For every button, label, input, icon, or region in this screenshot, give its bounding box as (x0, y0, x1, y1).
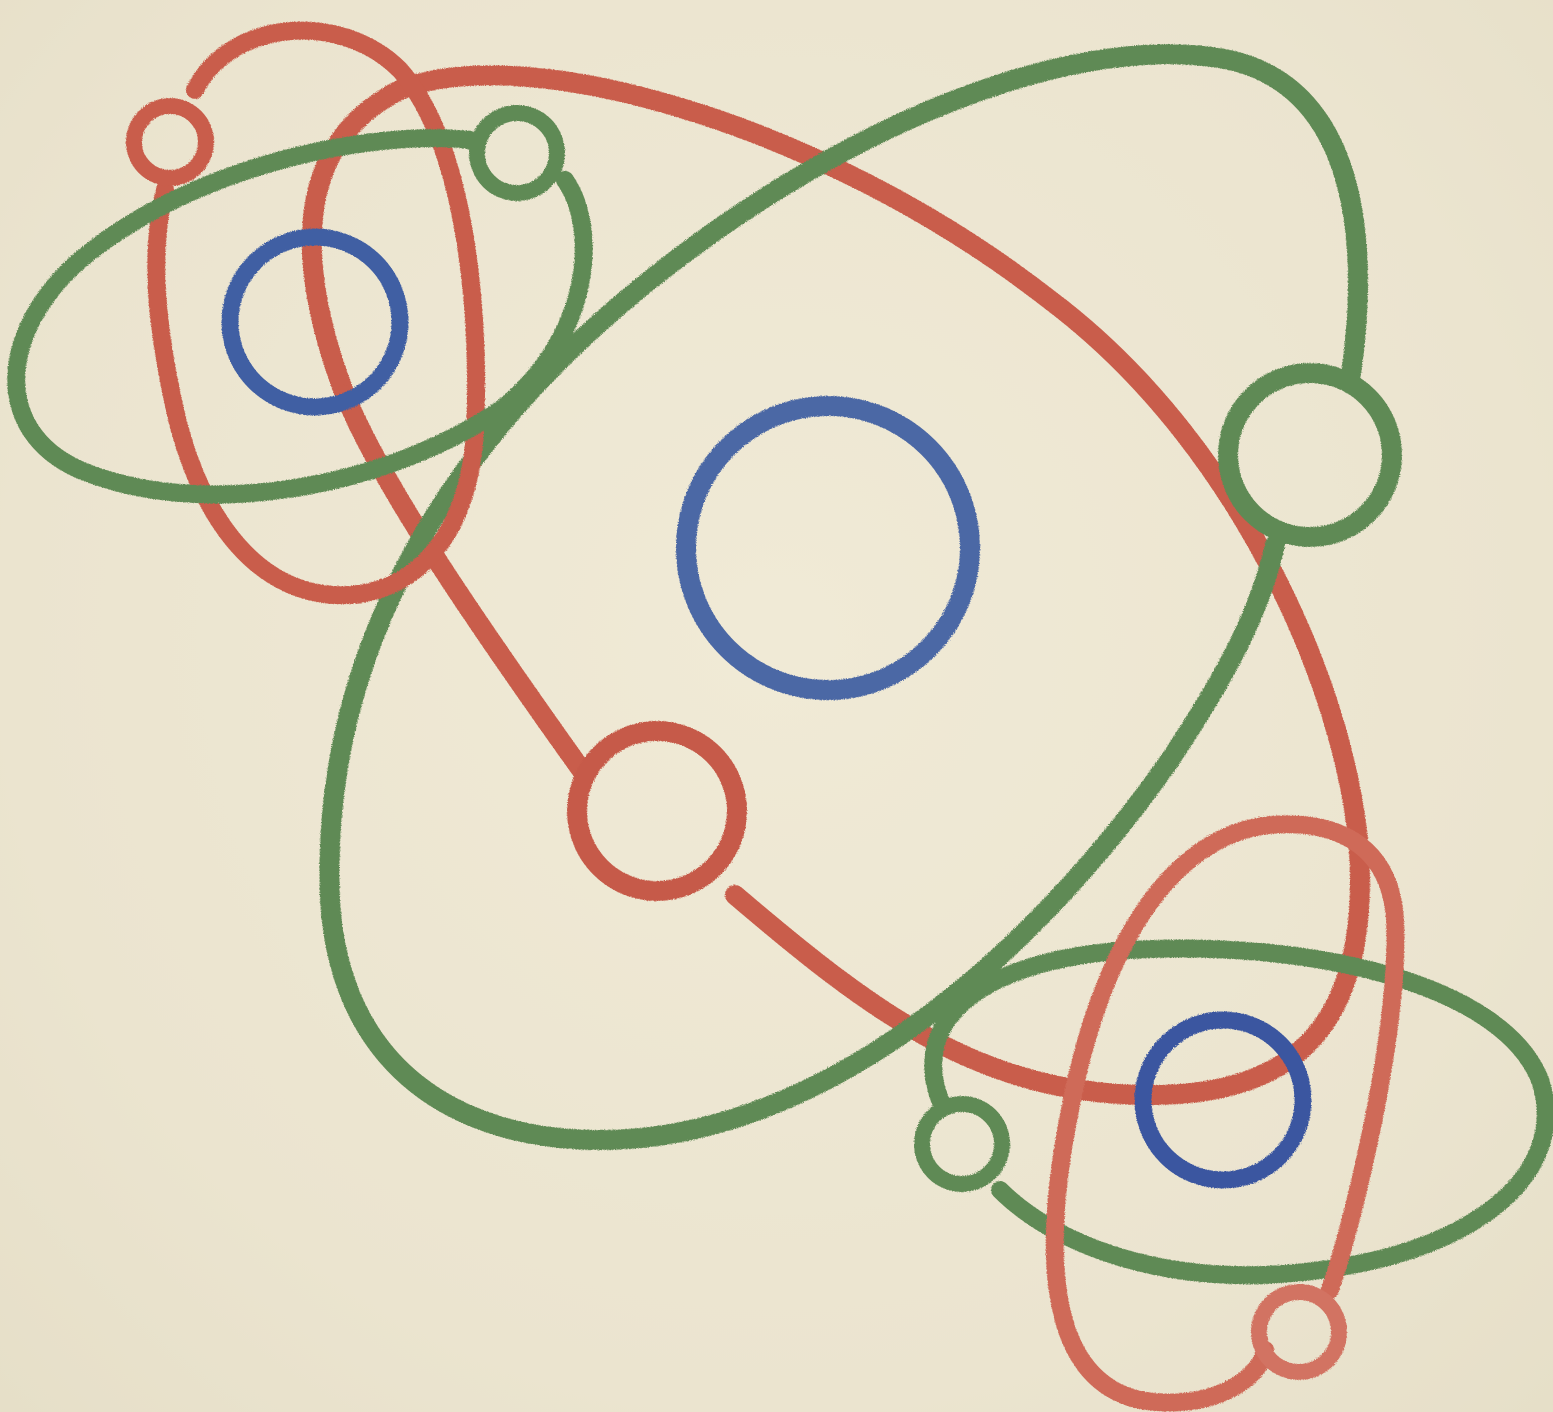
red-electron-center (577, 731, 737, 891)
bottomright-green-electron (922, 1104, 1002, 1184)
topleft-green-electron (477, 113, 557, 193)
bottomright-green-orbit (933, 949, 1546, 1276)
central-blue-nucleus (686, 406, 970, 690)
bottomright-red-orbit (1055, 824, 1396, 1402)
green-electron-right (1228, 373, 1392, 537)
bottomright-red-electron (1259, 1292, 1339, 1372)
topleft-red-electron (134, 106, 206, 178)
